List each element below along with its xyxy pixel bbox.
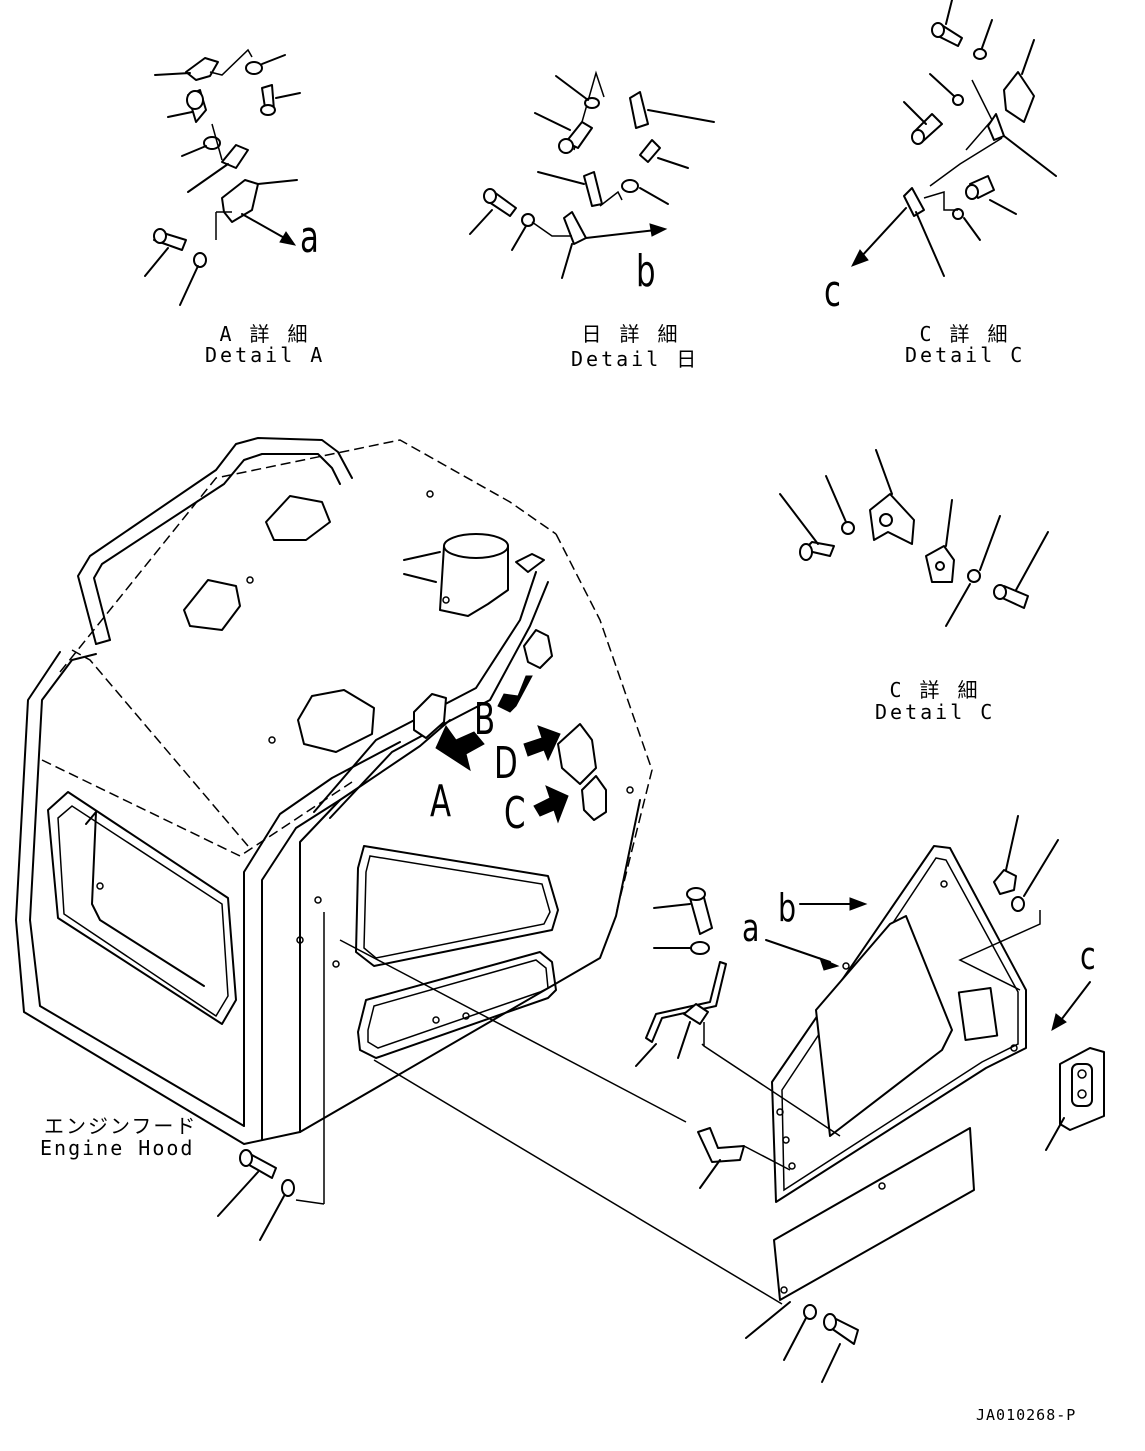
hood-connection-lines xyxy=(217,912,783,1305)
hood-label-jp: エンジンフード xyxy=(44,1114,198,1138)
detail-b-assembly xyxy=(469,70,715,279)
hood-label-en: Engine Hood xyxy=(40,1136,195,1160)
engine-hood-drawing xyxy=(15,437,653,1145)
view-arrow-a-label: A xyxy=(430,776,452,827)
detail-c-top-assembly xyxy=(850,0,1057,277)
view-arrow-c-label: C xyxy=(504,788,526,839)
view-arrow-d-label: D xyxy=(494,738,518,789)
drawing-number: JA010268-P xyxy=(976,1406,1077,1424)
detail-c2-caption-jp: C 詳 細 xyxy=(889,678,981,702)
detail-a-assembly xyxy=(144,48,301,306)
panel-marker-b: b xyxy=(778,886,797,930)
detail-c-marker: c xyxy=(824,266,841,317)
detail-b-caption-jp: 日 詳 細 xyxy=(581,322,681,346)
detail-c-caption-en: Detail C xyxy=(905,343,1026,367)
detail-b-caption-en: Detail 日 xyxy=(571,347,700,371)
detail-b-marker: b xyxy=(636,246,656,297)
side-panel-assembly xyxy=(635,815,1105,1383)
detail-a-marker: a xyxy=(300,212,319,263)
detail-a-caption-jp: A 詳 細 xyxy=(219,322,311,346)
panel-marker-c: c xyxy=(1080,934,1096,978)
detail-c-mid-assembly xyxy=(779,449,1049,627)
view-arrow-b-label: B xyxy=(474,694,496,745)
detail-a-caption-en: Detail A xyxy=(205,343,326,367)
detail-c-caption-jp: C 詳 細 xyxy=(919,322,1011,346)
panel-marker-a: a xyxy=(742,906,760,950)
detail-c2-caption-en: Detail C xyxy=(875,700,996,724)
